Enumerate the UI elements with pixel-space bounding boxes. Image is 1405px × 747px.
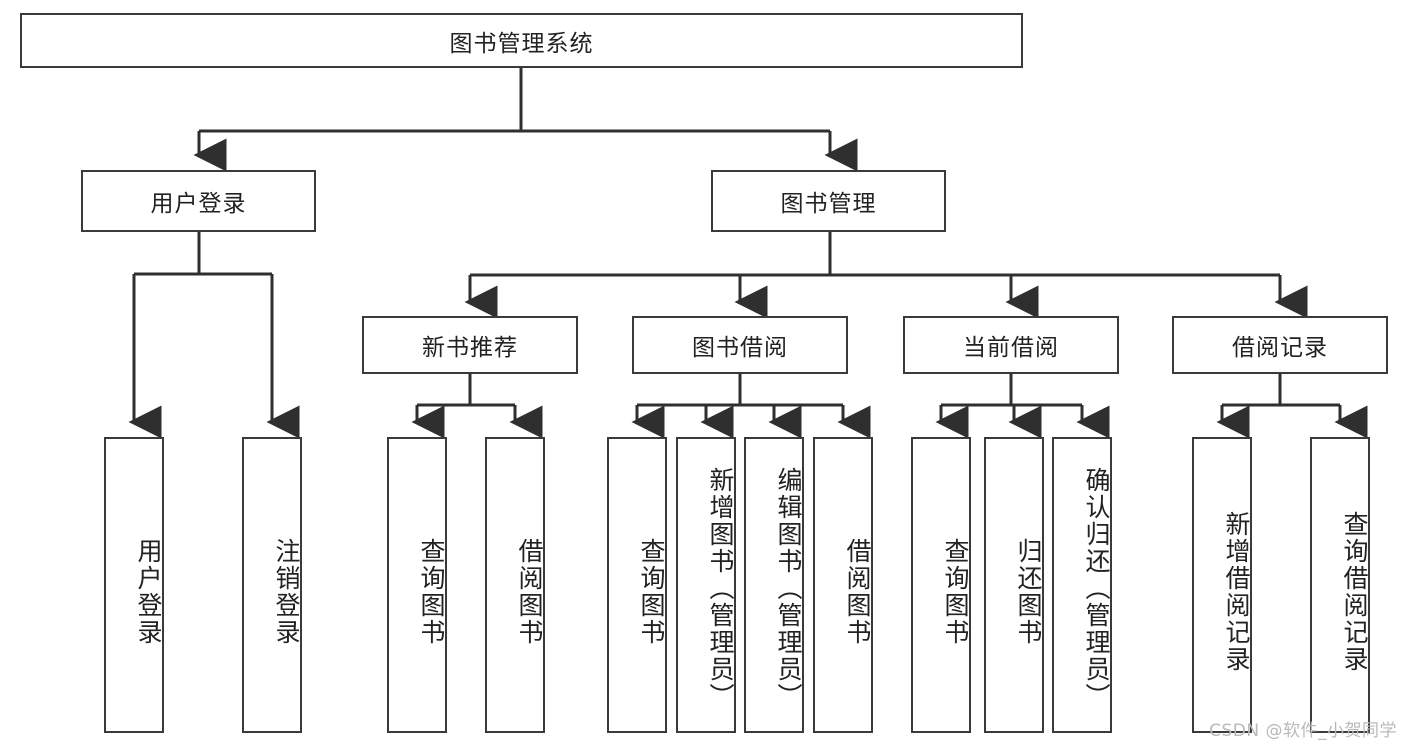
node-leaf-add-book-label: 新增图书（管理员）: [706, 466, 735, 710]
node-leaf-add-borrow-record[interactable]: 新增借阅记录: [1192, 437, 1252, 733]
node-new-book-recommend-label: 新书推荐: [422, 335, 518, 361]
node-leaf-return-book-label: 归还图书: [1014, 538, 1043, 646]
node-leaf-query-book-current[interactable]: 查询图书: [911, 437, 971, 733]
node-current-borrow-label: 当前借阅: [963, 335, 1059, 361]
node-leaf-query-book-borrow[interactable]: 查询图书: [607, 437, 667, 733]
node-leaf-user-logout-label: 注销登录: [272, 538, 301, 646]
node-leaf-query-book-recommend[interactable]: 查询图书: [387, 437, 447, 733]
node-book-management-label: 图书管理: [780, 191, 877, 217]
node-leaf-borrow-book-recommend[interactable]: 借阅图书: [485, 437, 545, 733]
node-borrow-record[interactable]: 借阅记录: [1172, 316, 1388, 374]
node-leaf-add-borrow-record-label: 新增借阅记录: [1222, 511, 1251, 673]
node-leaf-borrow-book-recommend-label: 借阅图书: [515, 538, 544, 646]
node-leaf-query-borrow-record-label: 查询借阅记录: [1340, 511, 1369, 673]
node-root[interactable]: 图书管理系统: [20, 13, 1023, 68]
node-leaf-query-book-current-label: 查询图书: [941, 538, 970, 646]
node-leaf-borrow-book[interactable]: 借阅图书: [813, 437, 873, 733]
node-leaf-user-login-label: 用户登录: [134, 538, 163, 646]
node-leaf-query-book-borrow-label: 查询图书: [637, 538, 666, 646]
node-leaf-confirm-return-label: 确认归还（管理员）: [1082, 466, 1111, 710]
node-user-login-label: 用户登录: [150, 191, 247, 217]
node-leaf-confirm-return[interactable]: 确认归还（管理员）: [1052, 437, 1112, 733]
node-root-label: 图书管理系统: [449, 30, 594, 57]
node-user-login[interactable]: 用户登录: [81, 170, 316, 232]
node-book-management[interactable]: 图书管理: [711, 170, 946, 232]
node-leaf-add-book[interactable]: 新增图书（管理员）: [676, 437, 736, 733]
node-current-borrow[interactable]: 当前借阅: [903, 316, 1119, 374]
node-leaf-borrow-book-label: 借阅图书: [843, 538, 872, 646]
node-leaf-user-login[interactable]: 用户登录: [104, 437, 164, 733]
node-borrow-record-label: 借阅记录: [1232, 335, 1328, 361]
node-new-book-recommend[interactable]: 新书推荐: [362, 316, 578, 374]
node-leaf-edit-book[interactable]: 编辑图书（管理员）: [744, 437, 804, 733]
node-book-borrow-label: 图书借阅: [692, 335, 788, 361]
csdn-watermark: CSDN @软件_小贺同学: [1209, 721, 1397, 741]
node-leaf-query-borrow-record[interactable]: 查询借阅记录: [1310, 437, 1370, 733]
node-leaf-user-logout[interactable]: 注销登录: [242, 437, 302, 733]
node-leaf-return-book[interactable]: 归还图书: [984, 437, 1044, 733]
node-leaf-query-book-recommend-label: 查询图书: [417, 538, 446, 646]
node-book-borrow[interactable]: 图书借阅: [632, 316, 848, 374]
node-leaf-edit-book-label: 编辑图书（管理员）: [774, 466, 803, 710]
